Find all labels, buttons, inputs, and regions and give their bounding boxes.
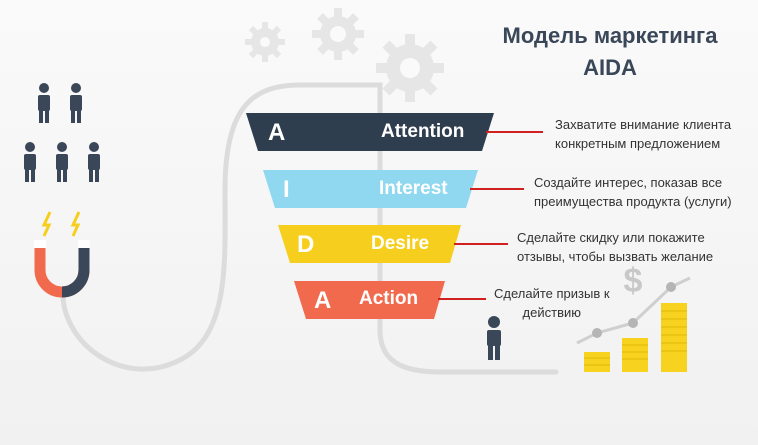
growth-chart-icon: $: [576, 262, 691, 372]
funnel-stage-desire: [278, 225, 461, 263]
desc-line: Сделайте призыв к: [494, 286, 610, 301]
stage-word-attention: Attention: [381, 121, 465, 142]
funnel-stage-interest: [263, 170, 478, 208]
magnet-icon: [34, 211, 90, 298]
stage-description-desire: Сделайте скидку или покажите отзывы, что…: [517, 228, 713, 266]
stage-letter-interest: I: [283, 176, 290, 203]
gear-icon: [312, 8, 364, 60]
stage-word-desire: Desire: [371, 233, 430, 254]
stage-word-interest: Interest: [379, 178, 448, 199]
page-title: Модель маркетинга AIDA: [470, 20, 750, 84]
stage-letter-desire: D: [297, 231, 315, 258]
stage-description-interest: Создайте интерес, показав все преимущест…: [534, 173, 732, 211]
stage-word-action: Action: [359, 288, 419, 309]
stage-description-attention: Захватите внимание клиента конкретным пр…: [555, 115, 731, 153]
title-line-2: AIDA: [583, 55, 637, 80]
gear-icon: [245, 22, 285, 62]
people-icon: [24, 83, 100, 182]
funnel-stage-action: [294, 281, 445, 319]
dollar-icon: $: [624, 262, 643, 300]
stage-letter-action: A: [314, 287, 332, 314]
desc-line: действию: [522, 305, 581, 320]
title-line-1: Модель маркетинга: [502, 23, 718, 48]
desc-line: Создайте интерес, показав все: [534, 175, 723, 190]
person-icon: [487, 316, 501, 360]
stage-description-action: Сделайте призыв к действию: [494, 284, 610, 322]
gear-icon: [376, 34, 444, 102]
desc-line: конкретным предложением: [555, 136, 721, 151]
desc-line: преимущества продукта (услуги): [534, 194, 732, 209]
flow-path: [60, 82, 559, 375]
desc-line: Сделайте скидку или покажите: [517, 230, 705, 245]
stage-letter-attention: A: [268, 119, 286, 146]
desc-line: отзывы, чтобы вызвать желание: [517, 249, 714, 264]
desc-line: Захватите внимание клиента: [555, 117, 732, 132]
funnel-stage-attention: [246, 113, 494, 151]
